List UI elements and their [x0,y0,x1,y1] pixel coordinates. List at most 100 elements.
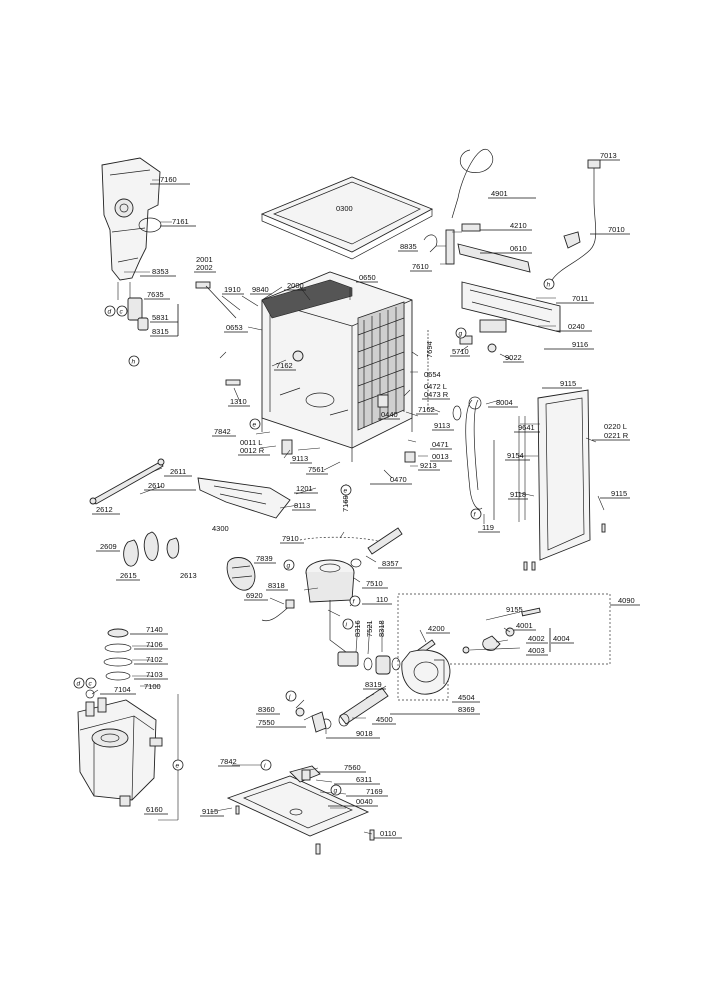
part-label: 0013 [432,452,449,461]
part-label: 119 [482,523,494,532]
part-label: 6311 [356,775,372,784]
part-label: 7560 [344,763,361,772]
marker: g [287,563,291,570]
part-label: 7104 [114,685,131,694]
tray-1201 [197,477,291,519]
part-label: 7910 [282,534,299,543]
part-label: 4002 [528,634,545,643]
part-label: 6920 [246,591,263,600]
part-label: 7013 [600,151,617,160]
part-label: 6160 [146,805,163,814]
part-label: 8319 [365,680,382,689]
part-4210 [461,223,481,232]
marker: i [264,763,266,770]
part-label: 0653 [226,323,243,332]
hose-7010 [551,168,597,281]
softener-6160 [77,699,157,801]
part-label: 7162 [276,361,293,370]
part-number-labels: 7013 7160 4901 7010 0300 7161 4210 8835 … [92,151,640,839]
part-0610 [457,243,531,273]
part-label: 2612 [96,505,113,514]
top-lid-0300 [260,176,434,253]
part-label: 7839 [256,554,273,563]
marker: f [353,599,356,606]
control-panel-0240 [461,281,561,333]
part-label: 2611 [170,467,186,476]
part-label: 9018 [356,729,373,738]
part-label: 2610 [148,481,165,490]
part-label: 7694 [425,341,434,358]
part-label: 0300 [336,204,353,213]
gasket-7161 [138,217,162,233]
part-label: 8318 [268,581,285,590]
part-label: 0471 [432,440,449,449]
door-panel-7160 [101,157,161,281]
part-label: 9115 [202,807,218,816]
part-label: 9113 [292,454,308,463]
base-plate-0040 [226,775,370,837]
part-label: 7102 [146,655,163,664]
part-label: 0473 R [424,390,449,399]
part-label: 7011 [572,294,588,303]
marker: g [334,788,338,795]
part-label: 2001 [196,255,213,264]
part-label: 9155 [506,605,523,614]
part-label: 9840 [252,285,269,294]
part-label: 4210 [510,221,527,230]
part-label: 9113 [434,421,450,430]
part-label: 8316 [353,620,362,637]
part-label: 9115 [560,379,576,388]
part-label: 7510 [366,579,383,588]
part-label: 5831 [152,313,169,322]
part-label: 0221 R [604,431,629,440]
marker: d [77,681,81,688]
part-label: 0472 L [424,382,447,391]
marker: h [547,282,551,289]
part-label: 7010 [608,225,625,234]
part-label: 7635 [147,290,164,299]
part-label: 7521 [365,620,374,637]
part-label: 7610 [412,262,429,271]
part-label: 4504 [458,693,475,702]
part-label: 8835 [400,242,417,251]
part-label: 1310 [230,397,247,406]
marker: e [344,488,348,495]
part-label: 8360 [258,705,275,714]
part-label: 4300 [212,524,229,533]
part-label: 7561 [308,465,325,474]
hose-4901 [451,148,494,219]
marker: i [346,622,348,629]
part-drawings [77,148,611,855]
part-label: 9022 [505,353,522,362]
part-label: 7162 [418,405,435,414]
marker: e [253,422,257,429]
part-label: 7169 [366,787,383,796]
part-label: 5710 [452,347,469,356]
part-label: 2613 [180,571,197,580]
part-label: 0110 [380,829,396,838]
part-label: 2000 [287,281,304,290]
marker: j [288,694,291,701]
part-label: 8113 [294,501,310,510]
part-label: 8353 [152,267,169,276]
reference-markers: d c h h e g e f f i j d e c i g g [73,278,555,796]
part-label: 7106 [146,640,163,649]
part-label: 9641 [518,423,535,432]
wheel-2609 [123,539,139,567]
part-label: 2002 [196,263,213,272]
part-label: 0012 R [240,446,265,455]
tub-frame [261,271,413,462]
marker: g [459,331,463,338]
part-label: 4003 [528,646,545,655]
part-label: 0470 [390,475,407,484]
seal-8004 [465,399,483,510]
part-label: 1201 [296,484,313,493]
part-label: 9118 [510,490,526,499]
part-label: 7103 [146,670,163,679]
part-label: 0220 L [604,422,627,431]
motor-4504 [401,649,451,695]
hinge-7635 [127,297,143,321]
filter-cap-7140 [107,628,129,638]
part-label: 2615 [120,571,137,580]
